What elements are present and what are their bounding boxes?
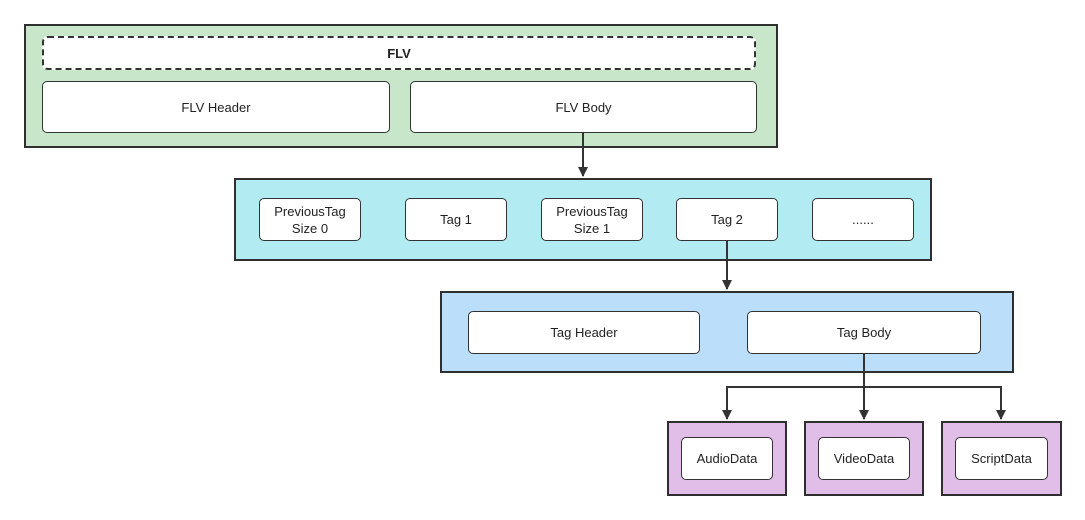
previous-tag-size-0-box: PreviousTag Size 0 <box>259 198 361 241</box>
video-data-box: VideoData <box>818 437 910 480</box>
flv-title-box: FLV <box>42 36 756 70</box>
tag-body-box: Tag Body <box>747 311 981 354</box>
tag-2-box: Tag 2 <box>676 198 778 241</box>
flv-body-box: FLV Body <box>410 81 757 133</box>
tag-1-box: Tag 1 <box>405 198 507 241</box>
ellipsis-box: ...... <box>812 198 914 241</box>
flv-header-box: FLV Header <box>42 81 390 133</box>
audio-data-box: AudioData <box>681 437 773 480</box>
tag-header-box: Tag Header <box>468 311 700 354</box>
script-data-box: ScriptData <box>955 437 1048 480</box>
previous-tag-size-1-box: PreviousTag Size 1 <box>541 198 643 241</box>
